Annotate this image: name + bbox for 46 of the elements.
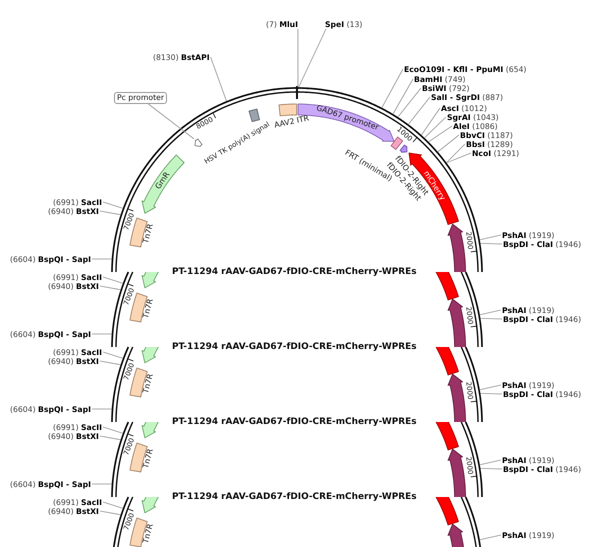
leader-line	[480, 242, 502, 244]
plasmid-backbone	[460, 346, 483, 422]
leader-line	[408, 96, 430, 125]
plasmid-backbone	[111, 272, 134, 348]
leader-line	[102, 202, 124, 209]
leader-line	[480, 310, 502, 316]
leader-line	[446, 152, 472, 164]
leader-line	[480, 318, 502, 320]
leader-line	[480, 392, 502, 394]
leader-line	[480, 468, 502, 470]
leader-line	[102, 352, 124, 359]
leader-line	[428, 126, 452, 142]
leader-line	[148, 104, 194, 140]
plasmid-backbone	[113, 496, 134, 547]
leader-line	[100, 360, 121, 366]
leader-line	[382, 68, 404, 108]
leader-line	[92, 258, 112, 260]
plasmid-backbone	[460, 272, 483, 348]
leader-line	[100, 436, 121, 440]
leader-line	[102, 276, 124, 284]
leader-line	[398, 88, 422, 118]
leader-line	[100, 210, 121, 216]
plasmid-backbone	[111, 346, 134, 422]
map-title: PT-11294 rAAV-GAD67-fDIO-CRE-mCherry-WPREs	[172, 266, 417, 278]
leader-line	[392, 78, 414, 114]
plasmid-backbone	[460, 496, 481, 547]
leader-line	[480, 460, 502, 466]
leader-line	[446, 144, 466, 163]
leader-line	[298, 28, 326, 88]
plasmid-backbone	[111, 422, 134, 498]
plasmid-backbone	[460, 422, 483, 498]
map-title: PT-11294 rAAV-GAD67-fDIO-CRE-mCherry-WPREs	[172, 416, 417, 428]
leader-line	[102, 502, 124, 509]
leader-line	[100, 510, 121, 516]
map-title: PT-11294 rAAV-GAD67-fDIO-CRE-mCherry-WPREs	[172, 491, 417, 503]
leader-line	[480, 234, 502, 240]
leader-line	[480, 384, 502, 390]
leader-line	[210, 56, 227, 102]
leader-line	[421, 108, 440, 136]
map-title: PT-11294 rAAV-GAD67-fDIO-CRE-mCherry-WPREs	[172, 341, 417, 353]
leader-line	[100, 286, 121, 290]
leader-line	[102, 426, 124, 434]
leader-line	[424, 116, 446, 138]
leader-line	[438, 134, 460, 152]
leader-line	[92, 408, 112, 410]
leader-line	[480, 534, 502, 540]
